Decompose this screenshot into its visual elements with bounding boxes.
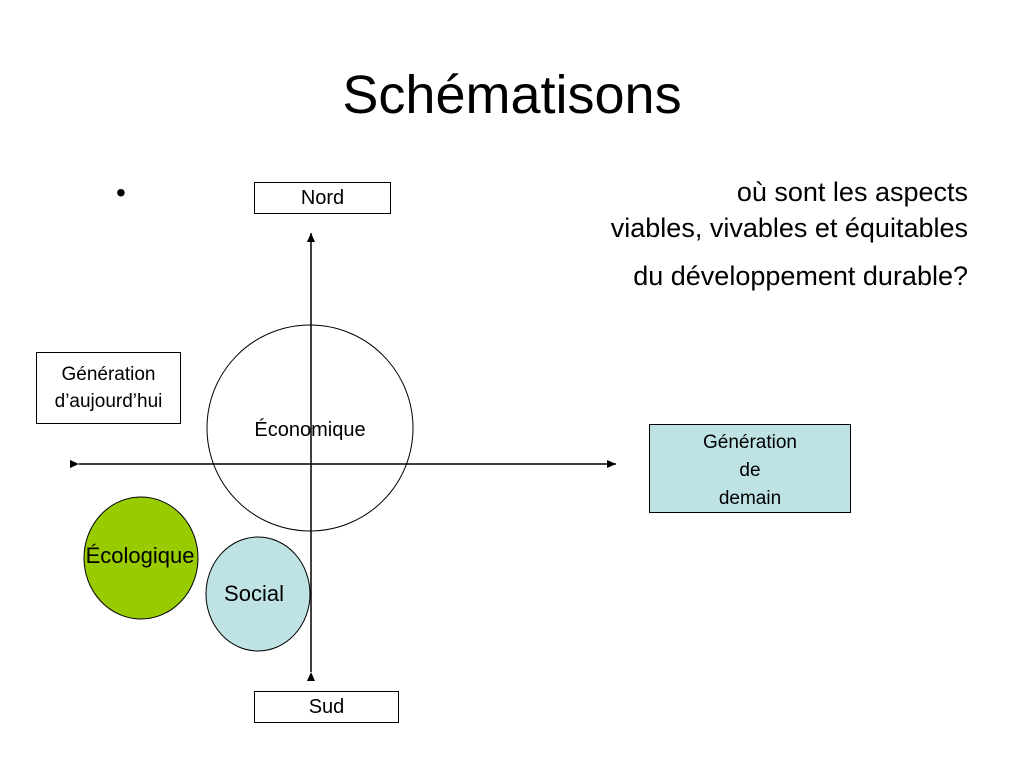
slide-title: Schématisons bbox=[342, 65, 682, 125]
generation-today-line-1: Génération bbox=[61, 364, 156, 385]
generation-tomorrow-line-1: Génération bbox=[702, 432, 797, 453]
bullet-point: • bbox=[116, 177, 126, 208]
economic-label: Économique bbox=[254, 419, 366, 441]
generation-tomorrow-box: Génération de demain bbox=[649, 424, 851, 513]
generation-today-line-2: d’aujourd’hui bbox=[54, 391, 163, 412]
generation-tomorrow-line-2: de bbox=[739, 460, 761, 481]
ecological-circle bbox=[83, 496, 199, 620]
north-label-box: Nord bbox=[254, 182, 391, 214]
question-line-3: du développement durable? bbox=[633, 261, 968, 291]
question-line-2: viables, vivables et équitables bbox=[610, 213, 968, 243]
question-text: où sont les aspects viables, vivables et… bbox=[448, 174, 968, 294]
ecological-label: Écologique bbox=[85, 543, 195, 568]
question-line-1: où sont les aspects bbox=[736, 177, 968, 207]
south-label-box: Sud bbox=[254, 691, 399, 723]
generation-today-box: Génération d’aujourd’hui bbox=[36, 352, 181, 424]
generation-tomorrow-line-3: demain bbox=[718, 488, 782, 509]
social-label: Social bbox=[224, 581, 284, 606]
